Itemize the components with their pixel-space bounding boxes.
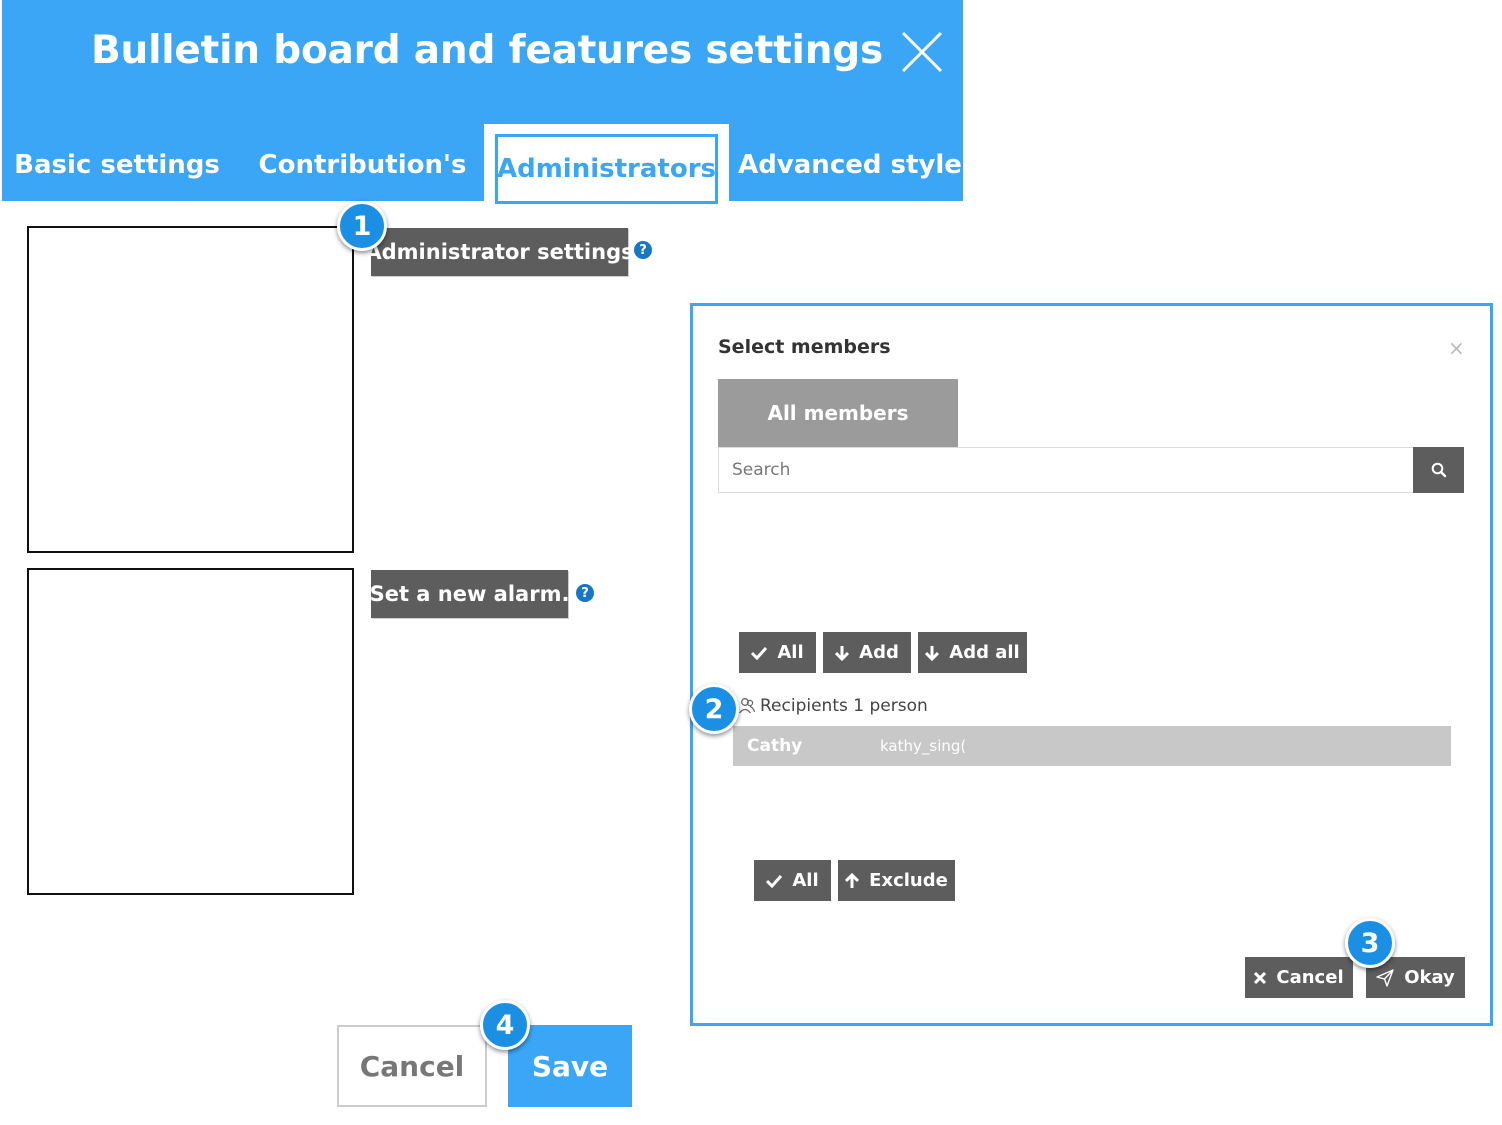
check-icon [751, 646, 768, 660]
close-icon[interactable] [900, 30, 944, 74]
exclude-button[interactable]: Exclude [838, 860, 955, 901]
member-row[interactable]: Cathy kathy_sing( [733, 726, 1451, 766]
help-icon[interactable]: ? [576, 584, 594, 602]
member-name: Cathy [747, 736, 803, 756]
check-icon [766, 874, 783, 888]
tab-basic-settings[interactable]: Basic settings [14, 150, 220, 180]
okay-button[interactable]: Okay [1366, 957, 1465, 998]
tab-contributions[interactable]: Contribution's [258, 150, 467, 180]
tab-all-members[interactable]: All members [718, 379, 958, 447]
save-button[interactable]: Save [508, 1025, 632, 1107]
search-icon [1431, 462, 1446, 478]
step-badge-3: 3 [1345, 918, 1395, 968]
modal-title: Select members [718, 336, 891, 358]
cancel-button[interactable]: Cancel [337, 1025, 487, 1107]
select-all-recipients-label: All [792, 870, 819, 891]
people-icon [738, 698, 756, 714]
step-badge-1: 1 [337, 201, 387, 251]
send-icon [1376, 968, 1394, 987]
recipients-label: Recipients 1 person [760, 696, 928, 716]
arrow-down-icon [925, 645, 940, 661]
exclude-label: Exclude [869, 870, 948, 891]
tab-advanced-style[interactable]: Advanced style [738, 150, 962, 180]
step-badge-2: 2 [689, 684, 739, 734]
modal-cancel-button[interactable]: Cancel [1245, 957, 1353, 998]
search-input[interactable] [719, 448, 1413, 492]
tab-administrators[interactable]: Administrators [495, 134, 718, 204]
settings-header: Bulletin board and features settings [2, 0, 963, 201]
modal-close-icon[interactable]: × [1448, 336, 1465, 360]
help-icon[interactable]: ? [634, 241, 652, 259]
add-all-label: Add all [949, 642, 1020, 663]
arrow-up-icon [845, 872, 860, 888]
select-all-button[interactable]: All [739, 632, 816, 673]
dialog-title: Bulletin board and features settings [91, 28, 883, 73]
okay-label: Okay [1404, 967, 1455, 988]
administrator-settings-button[interactable]: Administrator settings [365, 228, 634, 276]
search-button[interactable] [1413, 447, 1464, 493]
arrow-down-icon [835, 645, 850, 661]
add-label: Add [859, 642, 899, 663]
add-all-button[interactable]: Add all [918, 632, 1027, 673]
member-id: kathy_sing( [880, 737, 967, 755]
step-badge-4: 4 [480, 1000, 530, 1050]
select-all-recipients-button[interactable]: All [754, 860, 831, 901]
recipients-count: Recipients 1 person [738, 696, 928, 716]
select-members-modal: Select members × All members All Add Add… [690, 303, 1493, 1026]
search-bar [718, 447, 1464, 493]
alarm-image-placeholder [27, 568, 354, 895]
close-icon [1254, 971, 1267, 984]
select-all-label: All [777, 642, 804, 663]
add-button[interactable]: Add [823, 632, 911, 673]
admin-image-placeholder [27, 226, 354, 553]
modal-cancel-label: Cancel [1276, 967, 1344, 988]
set-alarm-button[interactable]: Set a new alarm. [370, 570, 569, 618]
